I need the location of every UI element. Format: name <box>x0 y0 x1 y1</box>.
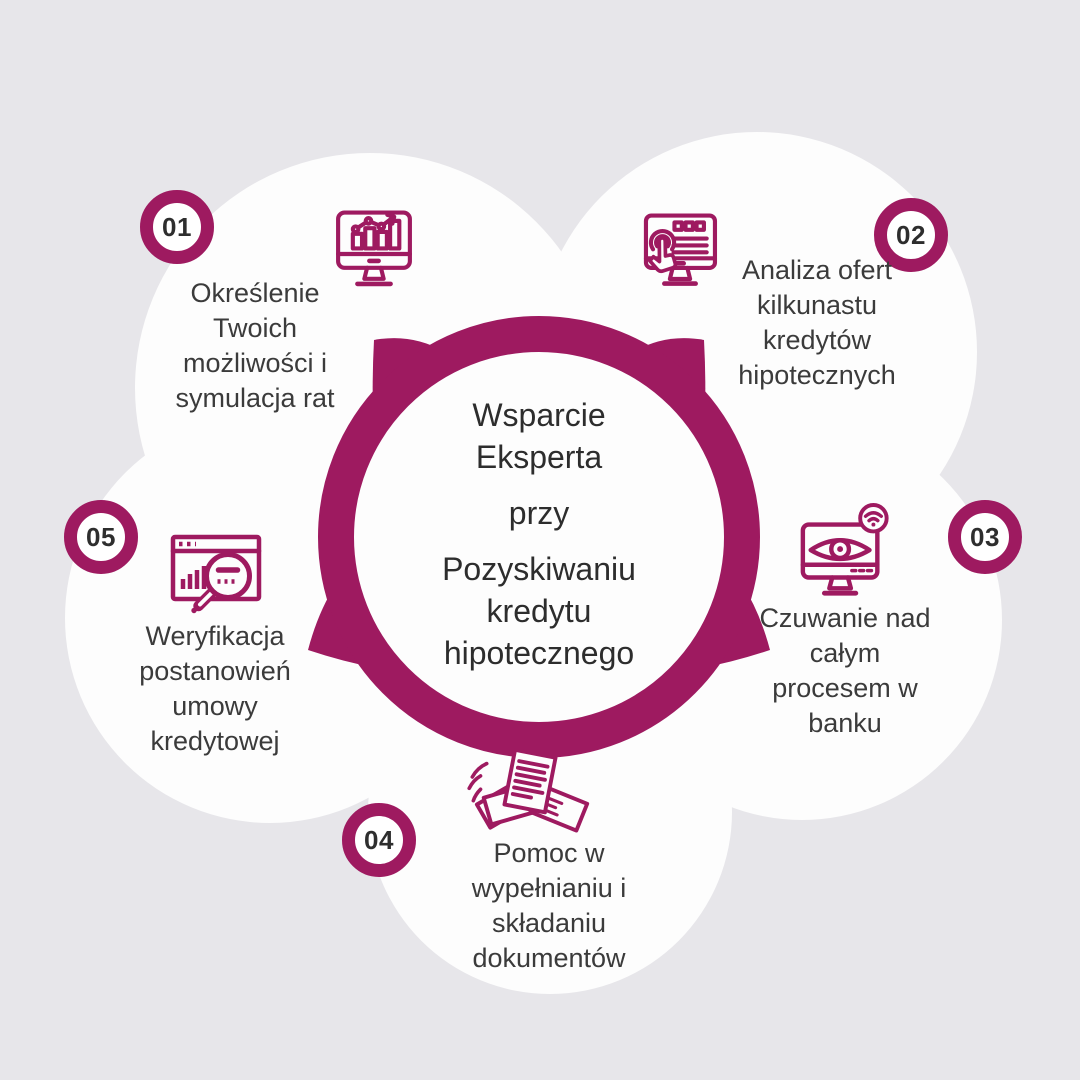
monitor-eye-wifi-icon <box>796 502 894 604</box>
step-01-number: 01 <box>162 211 192 242</box>
monitor-cursor-click-icon <box>634 208 726 304</box>
monitor-bar-chart-icon <box>328 206 420 302</box>
step-03-number: 03 <box>970 521 1000 552</box>
step-04-number: 04 <box>364 824 394 855</box>
step-02-text: Analiza ofert kilkunastu kredytów hipote… <box>738 255 896 390</box>
step-05-number: 05 <box>86 521 116 552</box>
step-05-text: Weryfikacja postanowień umowy kredytowej <box>139 621 291 756</box>
step-02-number: 02 <box>896 219 926 250</box>
center-circle <box>318 316 760 758</box>
step-05-badge: 05 <box>64 500 138 574</box>
report-magnifier-icon <box>167 528 267 628</box>
step-01-text: Określenie Twoich możliwości i symulacja… <box>175 278 335 413</box>
center-headline: Wsparcie Eksperta przy Pozyskiwaniu kred… <box>364 394 714 674</box>
step-03-text: Czuwanie nad całym procesem w banku <box>759 603 931 738</box>
stacked-documents-icon <box>462 746 598 845</box>
center-headline-line-2: przy <box>508 495 570 531</box>
step-01-badge: 01 <box>140 190 214 264</box>
step-04-text: Pomoc w wypełnianiu i składaniu dokument… <box>471 838 627 973</box>
step-03-badge: 03 <box>948 500 1022 574</box>
center-headline-line-3: Pozyskiwaniu kredytu hipotecznego <box>442 551 636 671</box>
center-headline-line-1: Wsparcie Eksperta <box>472 397 606 475</box>
